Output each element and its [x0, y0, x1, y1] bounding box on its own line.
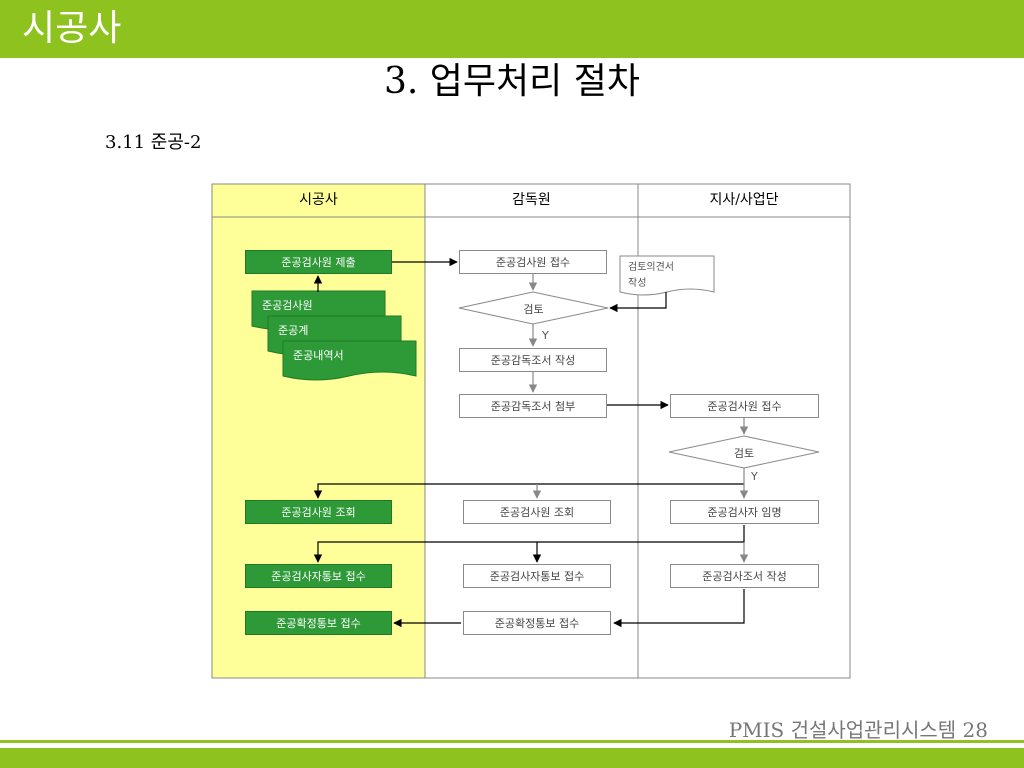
arrow-branch-report-to-confirm	[613, 589, 745, 628]
box-branch-appoint: 준공검사자 임명	[670, 500, 819, 524]
branch-yes-label: Y	[751, 470, 758, 483]
box-contractor-submit: 준공검사원 제출	[245, 250, 392, 274]
box-contractor-notice-receive: 준공검사자통보 접수	[245, 564, 392, 588]
footer-line	[0, 740, 1024, 743]
header-bar	[0, 0, 1024, 58]
doc-label-inspection-request: 준공검사원	[262, 299, 313, 312]
doc-label-completion-notice: 준공계	[278, 324, 309, 337]
supervisor-review-label: 검토	[523, 303, 544, 316]
lane-header-contractor-bg	[213, 185, 424, 216]
doc-shape-3	[282, 340, 417, 381]
box-supervisor-view: 준공검사원 조회	[463, 500, 611, 524]
section-title: 3.11 준공-2	[105, 132, 202, 153]
arrow-opinion-to-review	[609, 292, 667, 313]
box-branch-receive: 준공검사원 접수	[670, 394, 819, 418]
note-review-opinion: 검토의견서 작성	[628, 262, 674, 289]
footer-bar	[0, 748, 1024, 768]
lane-header-supervisor-bg	[426, 185, 637, 216]
page-title: 3. 업무처리 절차	[384, 61, 640, 102]
box-supervisor-receive: 준공검사원 접수	[459, 250, 607, 274]
doc-label-completion-statement: 준공내역서	[293, 349, 344, 362]
box-contractor-view: 준공검사원 조회	[245, 500, 392, 524]
box-supervisor-confirm-receive: 준공확정통보 접수	[463, 611, 611, 635]
lane-header-branch: 지사/사업단	[709, 192, 779, 208]
supervisor-yes-label: Y	[542, 329, 549, 342]
opinion-note-shape	[619, 255, 715, 296]
box-supervisor-report-attach: 준공감독조서 첨부	[459, 394, 607, 418]
header-title: 시공사	[22, 8, 122, 49]
box-supervisor-report-write: 준공감독조서 작성	[459, 348, 607, 372]
box-branch-report-write: 준공검사조서 작성	[670, 564, 819, 588]
arrow-appoint-to-notice	[313, 525, 745, 563]
lane-header-contractor: 시공사	[299, 192, 338, 208]
box-contractor-confirm-receive: 준공확정통보 접수	[245, 611, 392, 635]
arrow-branch-review-to-contractor-view	[313, 483, 744, 499]
branch-review-label: 검토	[733, 447, 755, 460]
lane-header-supervisor: 감독원	[512, 192, 551, 208]
footer-text: PMIS 건설사업관리시스템 28	[728, 718, 988, 742]
box-supervisor-notice-receive: 준공검사자통보 접수	[463, 564, 611, 588]
